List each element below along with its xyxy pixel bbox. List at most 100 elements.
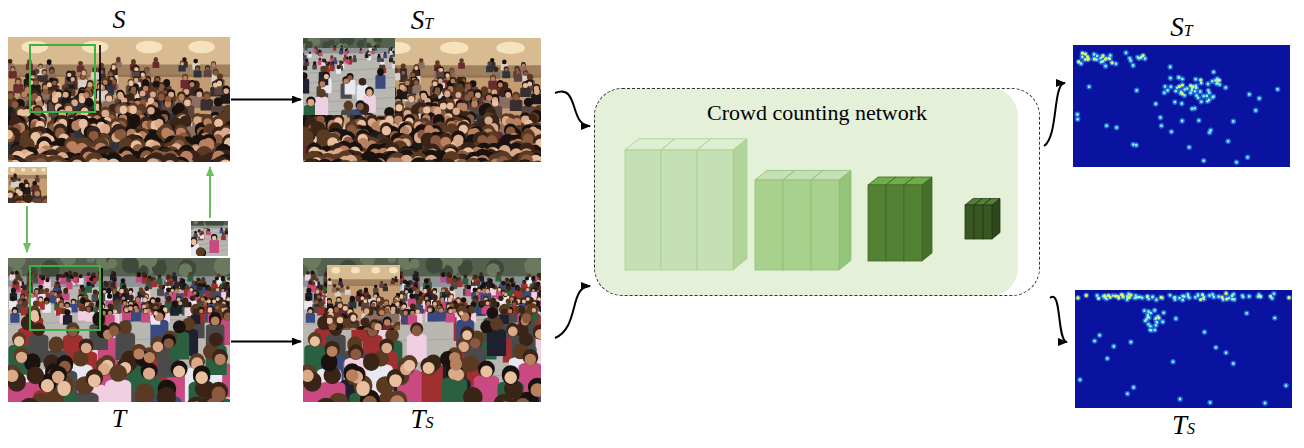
person-head [303,45,395,66]
ceiling-light [21,41,48,54]
person-head [333,278,400,316]
person-face [9,158,188,162]
flow-arrow [555,91,590,126]
person-head [327,281,400,320]
crowd-photo [191,221,228,256]
tree-blob [158,260,166,268]
person-face [191,236,216,245]
person-face [70,158,182,162]
person-head [327,315,400,330]
density-map [1075,290,1292,408]
person-head [8,367,228,402]
crowd-photo [8,37,230,162]
layer-side [922,177,932,261]
person-head [11,287,230,300]
layer-front [965,205,974,239]
tree-blob [193,221,198,225]
layer-front [868,185,886,261]
green-arrow [209,167,211,218]
person-face [22,387,226,402]
person-face [8,160,228,163]
tree-blob [61,258,76,266]
density-hotspot [1076,292,1290,320]
density-dot [1077,292,1291,404]
tree-blob [426,258,443,274]
person-head [303,46,391,64]
ceiling-light [440,42,469,54]
flow-arrow [1050,297,1067,342]
ceiling-light [21,168,26,172]
layer-side [839,170,851,270]
tree-blob [178,259,196,277]
person-face [320,78,349,86]
tree-blob [144,258,157,267]
crowd-photo [303,258,541,402]
layer-front [625,150,661,270]
density-dot [1076,51,1279,163]
network-title: Crowd counting network [595,101,1039,125]
layer-side [992,199,1000,239]
patch-box [30,266,100,330]
person-face [347,75,364,110]
density-map [1073,45,1290,167]
person-face [330,323,381,330]
person-face [41,371,208,396]
wall-band [327,279,400,286]
person-face [8,159,230,162]
layer-side [974,199,982,239]
person-head [196,228,228,256]
ceiling-light [351,267,360,274]
marker-line [101,268,103,330]
layer-front [755,180,783,270]
tree-blob [312,38,317,43]
layer-front [904,185,922,261]
ceiling-light [496,42,525,54]
ceiling-light [371,267,380,274]
person-face [308,308,541,352]
density-maps [1073,45,1292,408]
layer-front [811,180,839,270]
network-box: Crowd counting network [594,88,1040,296]
tree-blob [486,259,504,277]
person-head [303,68,395,115]
layer-side [983,199,991,239]
person-body [304,68,383,115]
network-layers [625,139,1000,270]
person-body [303,51,387,70]
person-face [308,89,373,106]
tree-blob [374,38,380,42]
flow-arrow [1044,83,1065,146]
person-head [8,152,230,162]
ceiling-light [188,41,215,54]
crowd-photo [327,265,400,330]
ceiling-light [331,267,340,274]
person-face [403,308,529,325]
image-label: T [8,406,230,432]
person-face [334,299,398,313]
tree-blob [360,258,375,266]
tree-blob [410,259,420,269]
image-panel: TS [303,258,541,402]
image-panel: ST [303,38,541,162]
density-halo [1075,50,1281,165]
image-label: TS [1075,412,1292,439]
crowd-photo [8,167,47,203]
tree-blob [86,258,95,263]
image-panel: S [8,37,230,162]
person-face [59,313,230,373]
tree-blob [303,258,321,269]
density-hotspot [1077,52,1221,96]
person-head [38,365,210,398]
person-face [329,322,400,330]
flow-arrow [231,341,301,343]
flow-arrow [555,286,590,338]
ceiling-light [32,168,37,172]
ceiling-light [389,267,398,274]
tree-blob [107,259,117,269]
person-face [319,349,531,402]
person-body [325,66,387,74]
image-label: S [8,7,230,33]
marker-line [99,45,101,110]
